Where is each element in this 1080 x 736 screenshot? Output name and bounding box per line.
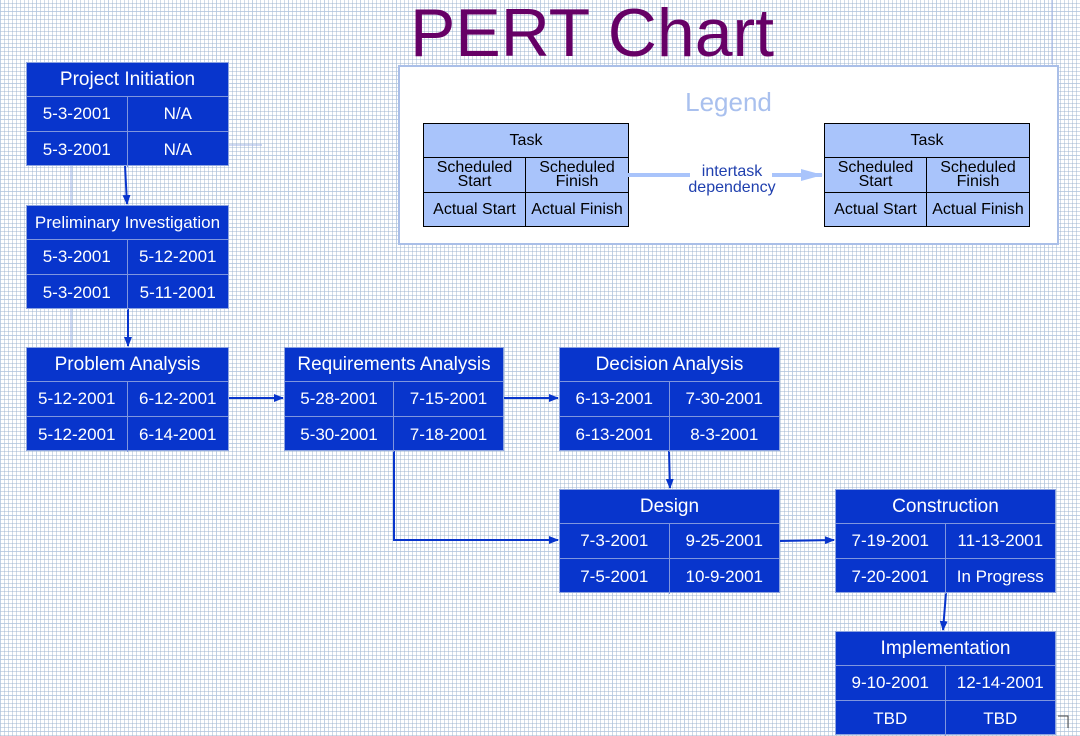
arrow-design-to-construction xyxy=(779,536,835,545)
legend-dependency-label: intertask dependency xyxy=(672,164,792,196)
scheduled-finish: N/A xyxy=(163,104,192,123)
actual-start: 7-5-2001 xyxy=(560,559,670,594)
actual-finish: In Progress xyxy=(956,566,1044,586)
scheduled-finish: 7-30-2001 xyxy=(685,389,763,408)
legend-actual-finish: Actual Finish xyxy=(531,200,623,218)
legend-title: Legend xyxy=(685,87,772,117)
legend-actual-start: Actual Start xyxy=(825,193,927,226)
task-name: Decision Analysis xyxy=(560,348,779,382)
task-node-implementation: Implementation 9-10-2001 12-14-2001 TBD … xyxy=(835,631,1056,736)
actual-finish: 6-14-2001 xyxy=(138,424,217,444)
scheduled-finish: 7-15-2001 xyxy=(409,389,488,408)
actual-start: 5-3-2001 xyxy=(27,275,128,310)
task-node-problem-analysis: Problem Analysis 5-12-2001 6-12-2001 5-1… xyxy=(26,347,229,452)
scheduled-start: 7-3-2001 xyxy=(560,524,670,558)
scheduled-start: 5-3-2001 xyxy=(27,97,128,131)
legend-task-node-source: Task Scheduled Start Scheduled Finish Ac… xyxy=(423,123,629,227)
scheduled-finish: 6-12-2001 xyxy=(138,389,217,408)
scheduled-finish: 9-25-2001 xyxy=(685,531,763,550)
arrow-initiation-to-investigation xyxy=(122,164,131,205)
legend-task-node-target: Task Scheduled Start Scheduled Finish Ac… xyxy=(824,123,1030,227)
scheduled-finish: 11-13-2001 xyxy=(957,531,1044,550)
scheduled-start: 7-19-2001 xyxy=(836,524,946,558)
actual-finish: N/A xyxy=(163,139,192,159)
legend-actual-finish: Actual Finish xyxy=(932,200,1024,218)
task-name: Project Initiation xyxy=(27,63,228,97)
legend-actual-start: Actual Start xyxy=(424,193,526,226)
task-name: Requirements Analysis xyxy=(285,348,503,382)
scheduled-start: 5-28-2001 xyxy=(285,382,394,416)
task-node-preliminary-investigation: Preliminary Investigation 5-3-2001 5-12-… xyxy=(26,205,229,310)
actual-finish: 10-9-2001 xyxy=(685,566,763,586)
arrow-requirements-to-design xyxy=(393,450,559,544)
scheduled-finish: 5-12-2001 xyxy=(138,247,217,266)
scheduled-start: 9-10-2001 xyxy=(836,666,946,700)
actual-start: 6-13-2001 xyxy=(560,417,670,452)
page-title: PERT Chart xyxy=(410,0,775,71)
corner-mark xyxy=(1058,715,1069,728)
scheduled-finish: 12-14-2001 xyxy=(956,673,1044,692)
task-node-project-initiation: Project Initiation 5-3-2001 N/A 5-3-2001… xyxy=(26,62,229,167)
task-name: Construction xyxy=(836,490,1055,524)
actual-start: 5-30-2001 xyxy=(285,417,394,452)
actual-start: 5-12-2001 xyxy=(27,417,128,452)
task-node-requirements-analysis: Requirements Analysis 5-28-2001 7-15-200… xyxy=(284,347,504,452)
task-name: Design xyxy=(560,490,779,524)
actual-finish: 5-11-2001 xyxy=(139,282,216,302)
legend: Legend Task Scheduled Start Scheduled Fi… xyxy=(398,65,1059,245)
arrow-decision-to-design xyxy=(665,449,674,489)
actual-finish: 8-3-2001 xyxy=(690,424,759,444)
task-node-decision-analysis: Decision Analysis 6-13-2001 7-30-2001 6-… xyxy=(559,347,780,452)
actual-finish: 7-18-2001 xyxy=(409,424,488,444)
legend-task-label: Task xyxy=(825,124,1029,158)
legend-scheduled-finish: Scheduled Finish xyxy=(539,159,615,190)
legend-task-label: Task xyxy=(424,124,628,158)
task-node-construction: Construction 7-19-2001 11-13-2001 7-20-2… xyxy=(835,489,1056,594)
actual-finish: TBD xyxy=(983,708,1018,728)
task-name: Problem Analysis xyxy=(27,348,228,382)
arrow-construction-to-implementation xyxy=(939,592,948,631)
scheduled-start: 6-13-2001 xyxy=(560,382,670,416)
task-node-design: Design 7-3-2001 9-25-2001 7-5-2001 10-9-… xyxy=(559,489,780,594)
scheduled-start: 5-3-2001 xyxy=(27,240,128,274)
legend-scheduled-finish: Scheduled Finish xyxy=(940,159,1016,190)
actual-start: TBD xyxy=(836,701,946,736)
task-name: Preliminary Investigation xyxy=(27,206,228,240)
legend-dependency-line1: intertask xyxy=(701,163,763,180)
legend-dependency-line2: dependency xyxy=(688,179,776,196)
legend-scheduled-start: Scheduled Start xyxy=(424,158,526,192)
task-name: Implementation xyxy=(836,632,1055,666)
legend-scheduled-start: Scheduled Start xyxy=(825,158,927,192)
scheduled-start: 5-12-2001 xyxy=(27,382,128,416)
actual-start: 5-3-2001 xyxy=(27,132,128,167)
actual-start: 7-20-2001 xyxy=(836,559,946,594)
